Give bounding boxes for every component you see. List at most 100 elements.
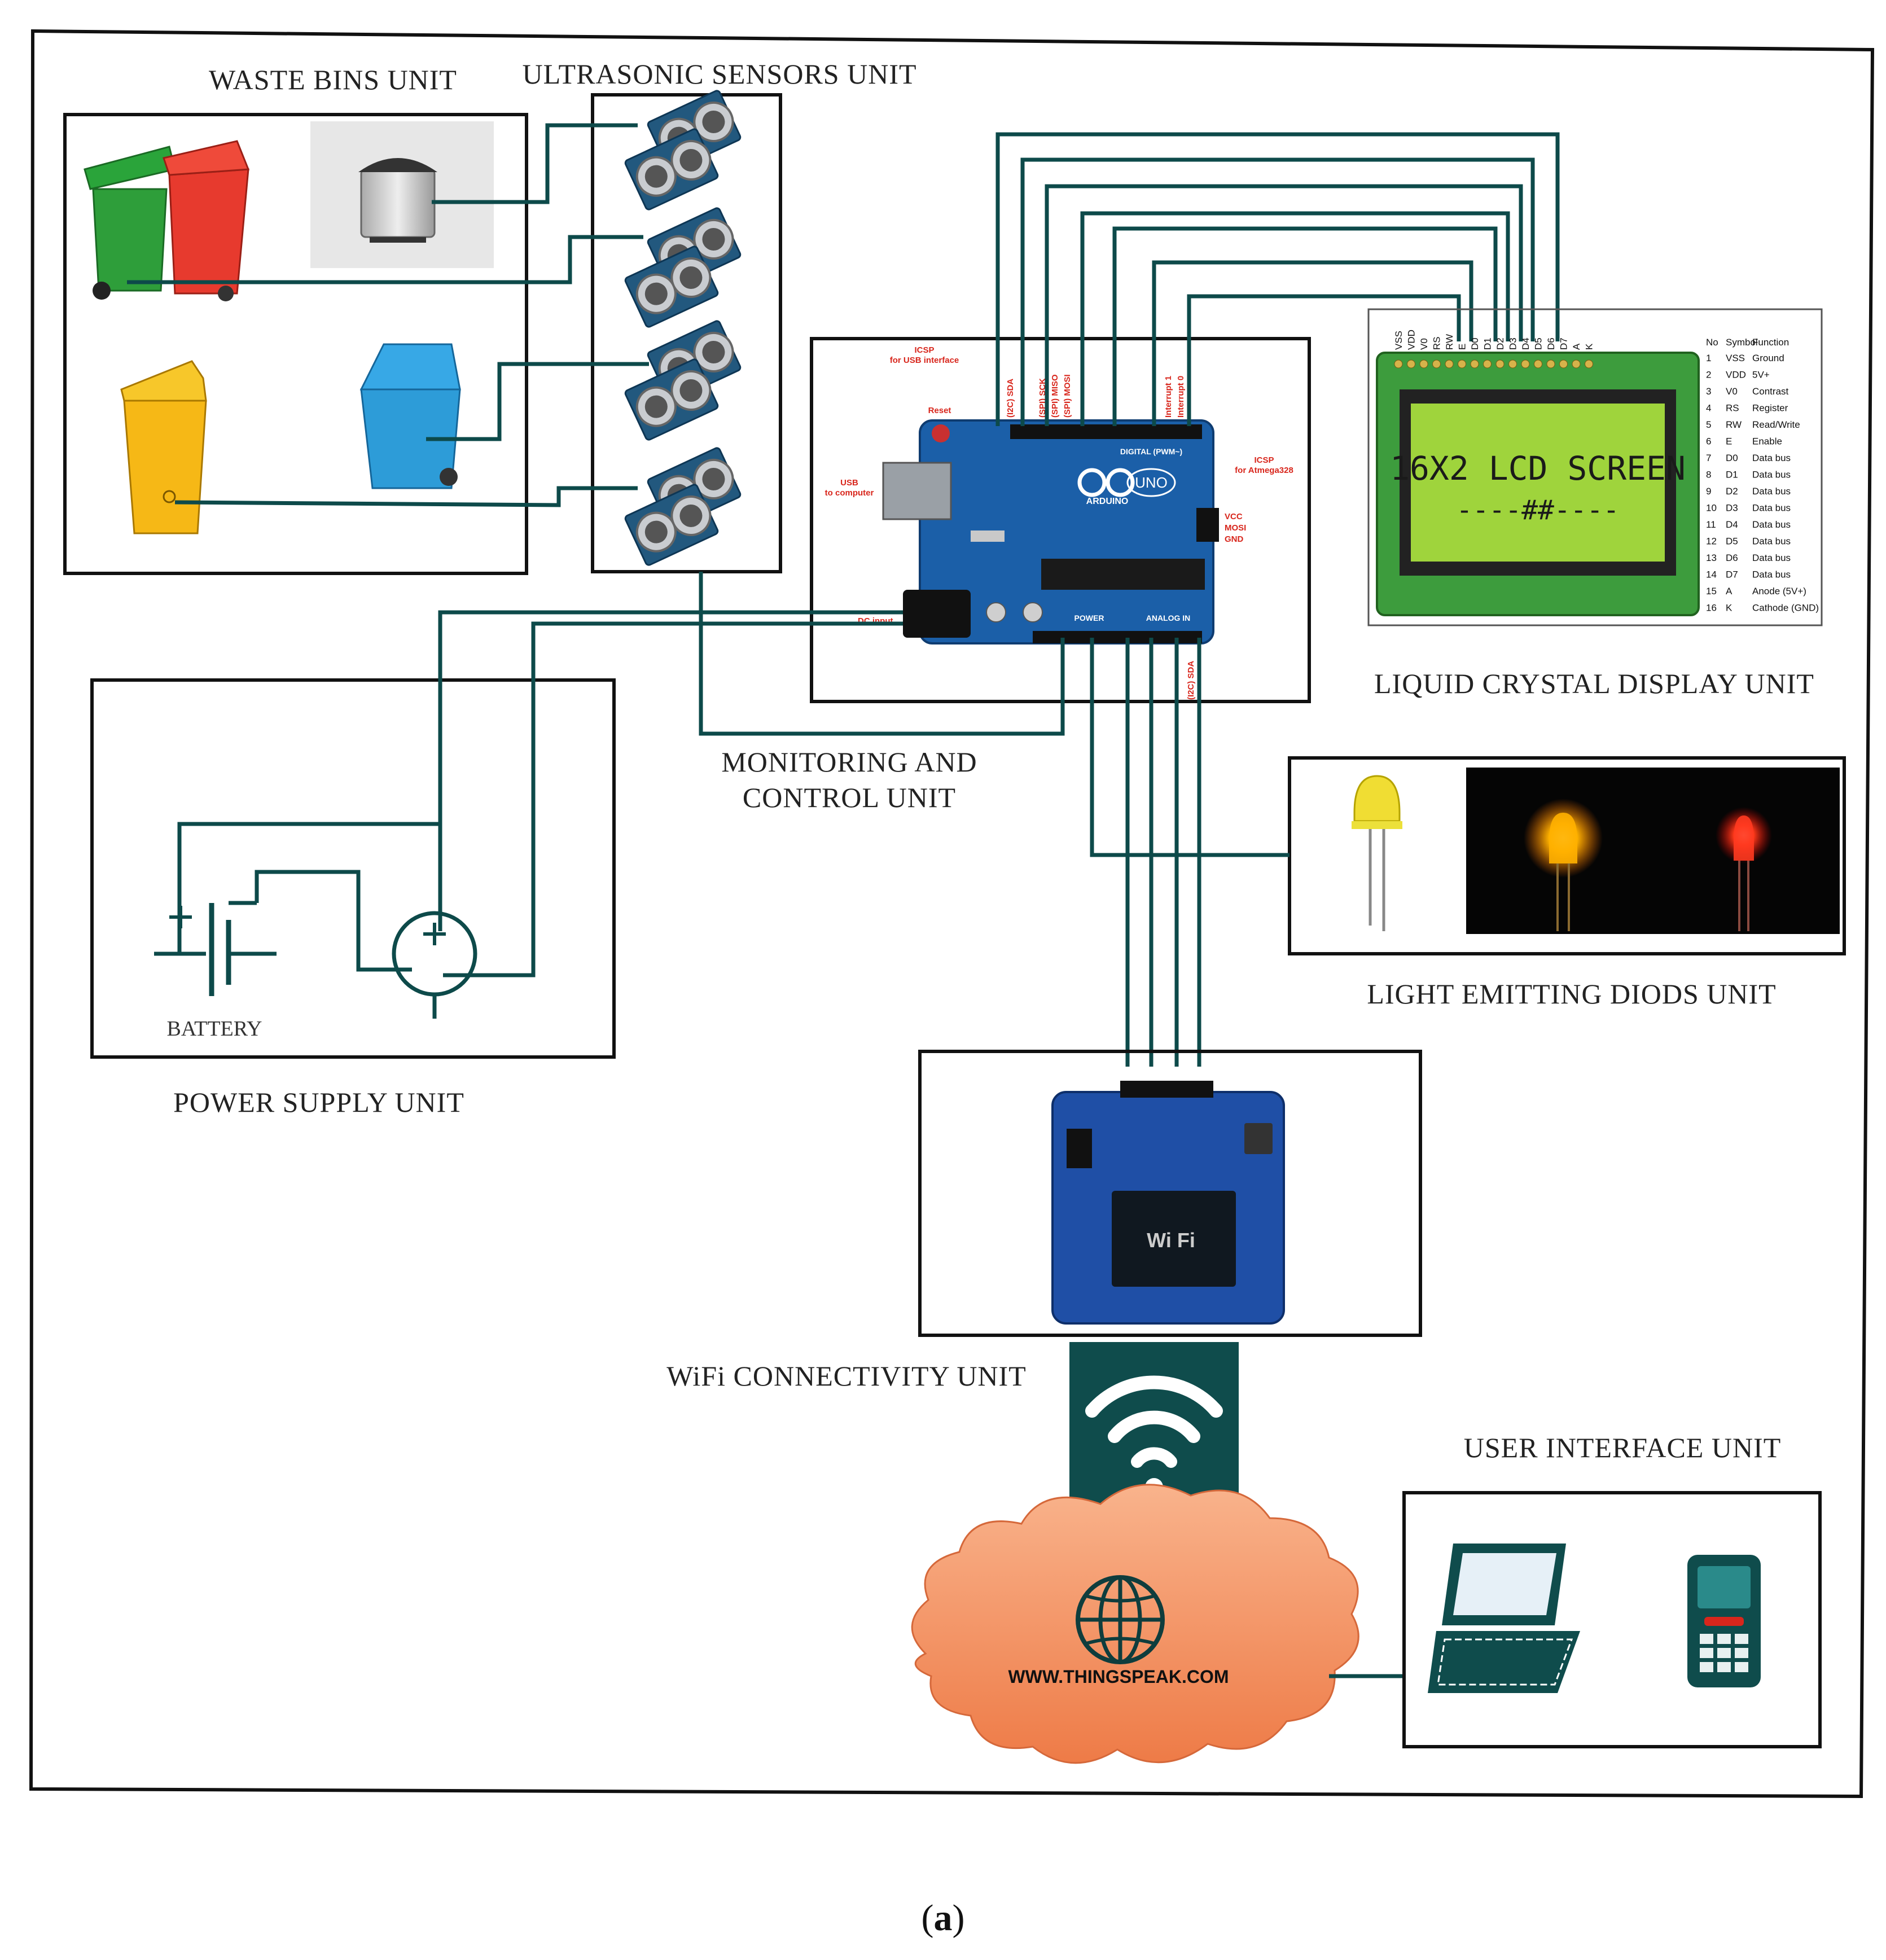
arduino-logo-text: UNO [1135,474,1168,491]
lcd-table-cell: 9 [1706,486,1711,497]
ultrasonic-sensor-4 [623,445,744,568]
waste-bins-unit-label: WASTE BINS UNIT [209,64,457,95]
icsp-usb-sublabel: for USB interface [890,356,959,365]
monitoring-unit-label-line1: MONITORING AND [721,746,977,778]
lcd-table-cell: 16 [1706,603,1717,613]
arduino-analog-header: ANALOG IN [1146,613,1191,622]
lcd-pin-label: D2 [1495,337,1506,350]
monitoring-unit-label-line2: CONTROL UNIT [743,782,956,813]
lcd-table-cell: 4 [1706,403,1711,414]
lcd-table-cell: Ground [1752,353,1784,363]
wifi-unit-label: WiFi CONNECTIVITY UNIT [666,1360,1027,1392]
red-waste-bin [163,140,250,301]
lcd-table-cell: Enable [1752,436,1782,447]
lcd-table-cell: 14 [1706,569,1717,580]
battery-symbol [154,901,277,996]
lcd-pin-label: D0 [1470,337,1480,350]
arduino-brand-text: ARDUINO [1086,497,1129,506]
bottom-pin-label-sda: (I2C) SDA [1186,661,1196,700]
lcd-table-cell: 6 [1706,436,1711,447]
lcd-table-cell: D2 [1726,486,1738,497]
lcd-pin-label: K [1584,343,1595,350]
lcd-pin-dot [1508,359,1517,369]
lcd-table-cell: K [1726,603,1733,613]
lcd-table-cell: Data bus [1752,519,1791,530]
lcd-pin-dot [1470,359,1479,369]
icsp-usb-label: ICSP [914,345,934,355]
red-led-lit [1716,807,1772,931]
lcd-pin-dot [1534,359,1542,369]
lcd-pin-dot [1572,359,1581,369]
lcd-table-cell: D1 [1726,470,1738,480]
lcd-table-cell: Register [1752,403,1788,414]
usb-sublabel: to computer [825,488,874,498]
top-pin-label-mosi: (SPI) MOSI [1063,374,1072,418]
lcd-pin-dot [1585,359,1593,369]
lcd-table-header-cell: Symbol [1726,337,1758,348]
arduino-digital-header: DIGITAL (PWM~) [1120,447,1182,456]
lcd-table-cell: V0 [1726,386,1738,397]
wifi-unit-box [918,1050,1422,1337]
esp8266-wifi-module [1051,1081,1285,1325]
lcd-pin-dot [1407,359,1415,369]
lcd-pin-label: VDD [1406,330,1417,350]
voltage-regulator-symbol [392,911,477,1019]
ultrasonic-sensor-2 [623,205,744,330]
ultrasonic-sensor-1 [623,88,744,212]
laptop-icon [1428,1544,1580,1693]
lcd-table-cell: Data bus [1752,536,1791,547]
lcd-table-cell: Read/Write [1752,419,1800,430]
arduino-led-wire [1090,638,1290,857]
lcd-table-cell: A [1726,586,1733,597]
lcd-table-cell: 3 [1706,386,1711,397]
spi-mosi-label: MOSI [1225,523,1246,533]
globe-icon [1076,1575,1165,1664]
lcd-pin-label: RW [1444,334,1455,350]
lcd-table-header-cell: No [1706,337,1718,348]
lcd-pin-label: VSS [1393,331,1404,350]
lcd-pin-dot [1521,359,1530,369]
lcd-pin-dot [1559,359,1568,369]
lcd-pin-label: D5 [1533,337,1544,350]
mobile-phone-icon [1687,1555,1761,1687]
lcd-table-cell: D4 [1726,519,1738,530]
sensors-arduino-wire [699,572,1065,736]
lcd-table-cell: VDD [1726,370,1746,380]
outer-frame [29,29,1875,1799]
top-pin-label-sda: (I2C) SDA [1006,379,1015,418]
user-interface-unit-box [1402,1491,1822,1748]
lcd-table-cell: D7 [1726,569,1738,580]
lcd-table-cell: 5V+ [1752,370,1770,380]
yellow-waste-bin [120,360,207,534]
lcd-pin-label: D3 [1508,337,1519,350]
lcd-table-cell: Cathode (GND) [1752,603,1819,613]
lcd-table-cell: RS [1726,403,1739,414]
icsp-atmega-label: ICSP [1254,455,1274,465]
thingspeak-cloud [911,1484,1359,1764]
orange-led-lit [1524,799,1603,931]
spi-gnd-label: GND [1225,534,1244,544]
lcd-pin-dot [1546,359,1555,369]
lcd-table-cell: 5 [1706,419,1711,430]
waste-bins-unit-box [63,113,528,575]
lcd-pin-label: E [1457,344,1468,350]
lcd-pin-label: D6 [1546,337,1556,350]
spi-vcc-label: VCC [1225,512,1243,521]
lcd-table-cell: 10 [1706,503,1717,514]
lcd-pin-label: A [1571,343,1582,350]
lcd-pin-label: D4 [1520,337,1531,350]
lcd-pin-dot [1432,359,1441,369]
steel-pedal-bin [358,158,437,243]
ultrasonic-sensors-unit-box [591,93,782,573]
top-pin-label-miso: (SPI) MISO [1050,374,1060,418]
lcd-pin-label: D1 [1483,337,1493,350]
usb-label: USB [840,478,858,488]
blue-waste-bin [359,343,461,489]
lcd-table-cell: 2 [1706,370,1711,380]
lcd-table-cell: D6 [1726,553,1738,563]
lcd-table-cell: 12 [1706,536,1717,547]
green-waste-bin [84,146,176,300]
lcd-pin-dot [1445,359,1454,369]
